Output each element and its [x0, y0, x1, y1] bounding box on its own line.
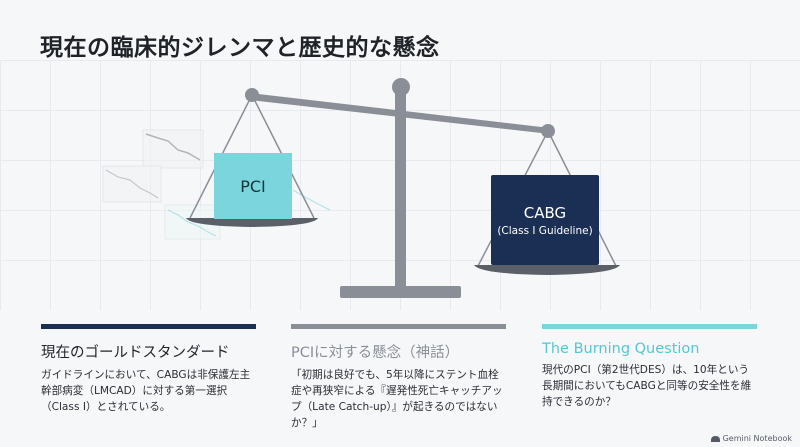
column-accent-bar [542, 324, 757, 329]
column-heading: 現在のゴールドスタンダード [41, 345, 230, 361]
column-body: ガイドラインにおいて、CABGは非保護左主幹部病変（LMCAD）に対する第一選択… [41, 369, 251, 413]
brand-label: Gemini Notebook [722, 434, 792, 443]
column-pci-concern: PCIに対する懸念（神話） 「初期は良好でも、5年以降にステント血栓症や再狭窄に… [291, 324, 506, 431]
pci-weight-box: PCI [214, 153, 292, 219]
scale-pivot [392, 78, 410, 96]
column-accent-bar [41, 324, 256, 329]
page-title: 現在の臨床的ジレンマと歴史的な懸念 [40, 35, 440, 61]
footer-brand: Gemini Notebook [710, 434, 792, 443]
scale-pan-left [186, 218, 318, 227]
scale-base [340, 286, 461, 298]
notebook-logo-icon [710, 435, 720, 442]
scale-beam [250, 93, 550, 134]
column-gold-standard: 現在のゴールドスタンダード ガイドラインにおいて、CABGは非保護左主幹部病変（… [41, 324, 256, 415]
column-body: 「初期は良好でも、5年以降にステント血栓症や再狭窄による『遅発性死亡キャッチアッ… [291, 369, 503, 429]
scale-pole [395, 92, 406, 288]
column-heading: PCIに対する懸念（神話） [291, 345, 460, 361]
cabg-label: CABG [523, 203, 567, 222]
faded-chart-decoration [102, 129, 331, 240]
scale-pan-right [474, 265, 620, 275]
column-heading: The Burning Question [542, 341, 700, 357]
pci-label: PCI [240, 176, 266, 196]
cabg-guideline-label: (Class I Guideline) [497, 224, 593, 237]
cabg-weight-box: CABG (Class I Guideline) [491, 175, 599, 265]
column-accent-bar [291, 324, 506, 329]
column-body: 現代のPCI（第2世代DES）は、10年という長期間においてもCABGと同等の安… [542, 364, 752, 408]
column-burning-question: The Burning Question 現代のPCI（第2世代DES）は、10… [542, 324, 757, 410]
